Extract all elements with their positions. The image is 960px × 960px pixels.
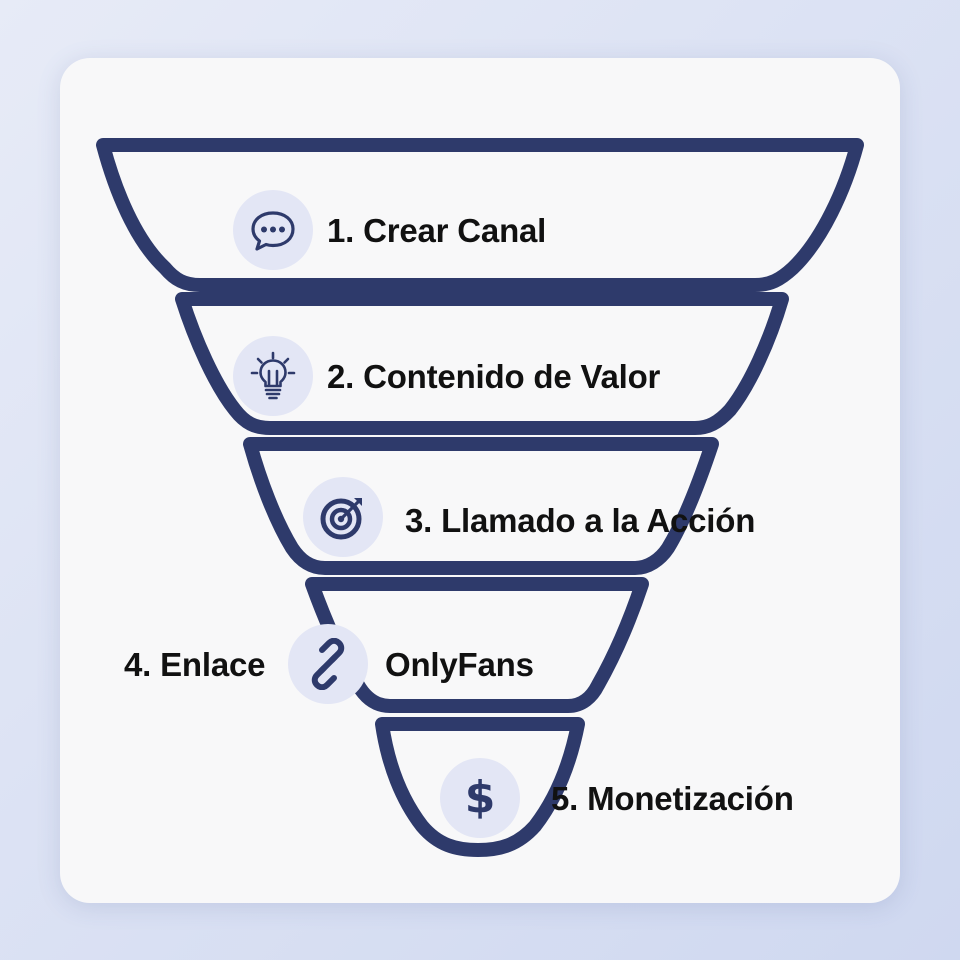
funnel-tier-3 bbox=[243, 437, 719, 575]
funnel-tier-5 bbox=[375, 717, 585, 857]
stage-1-label: 1. Crear Canal bbox=[327, 212, 547, 249]
chat-bubble-icon bbox=[251, 211, 295, 251]
target-icon bbox=[320, 498, 362, 540]
stage-5-icon-badge: $ bbox=[440, 758, 520, 838]
dollar-icon: $ bbox=[464, 772, 496, 823]
stage-2-label: 2. Contenido de Valor bbox=[327, 358, 661, 395]
stage-2-icon-badge bbox=[233, 336, 313, 416]
stage-5-label: 5. Monetización bbox=[551, 780, 794, 817]
link-icon bbox=[311, 638, 345, 690]
stage-1-icon-badge bbox=[233, 190, 313, 270]
lightbulb-icon bbox=[250, 351, 296, 400]
stage-3-label: 3. Llamado a la Acción bbox=[405, 502, 756, 539]
funnel-tier-1 bbox=[96, 138, 864, 292]
stage-4-label-right: OnlyFans bbox=[385, 646, 534, 683]
stage-3-icon-badge bbox=[303, 477, 383, 557]
funnel-tier-2 bbox=[175, 292, 789, 435]
stage-4-label-left: 4. Enlace bbox=[124, 646, 266, 683]
stage-4-icon-badge bbox=[288, 624, 368, 704]
